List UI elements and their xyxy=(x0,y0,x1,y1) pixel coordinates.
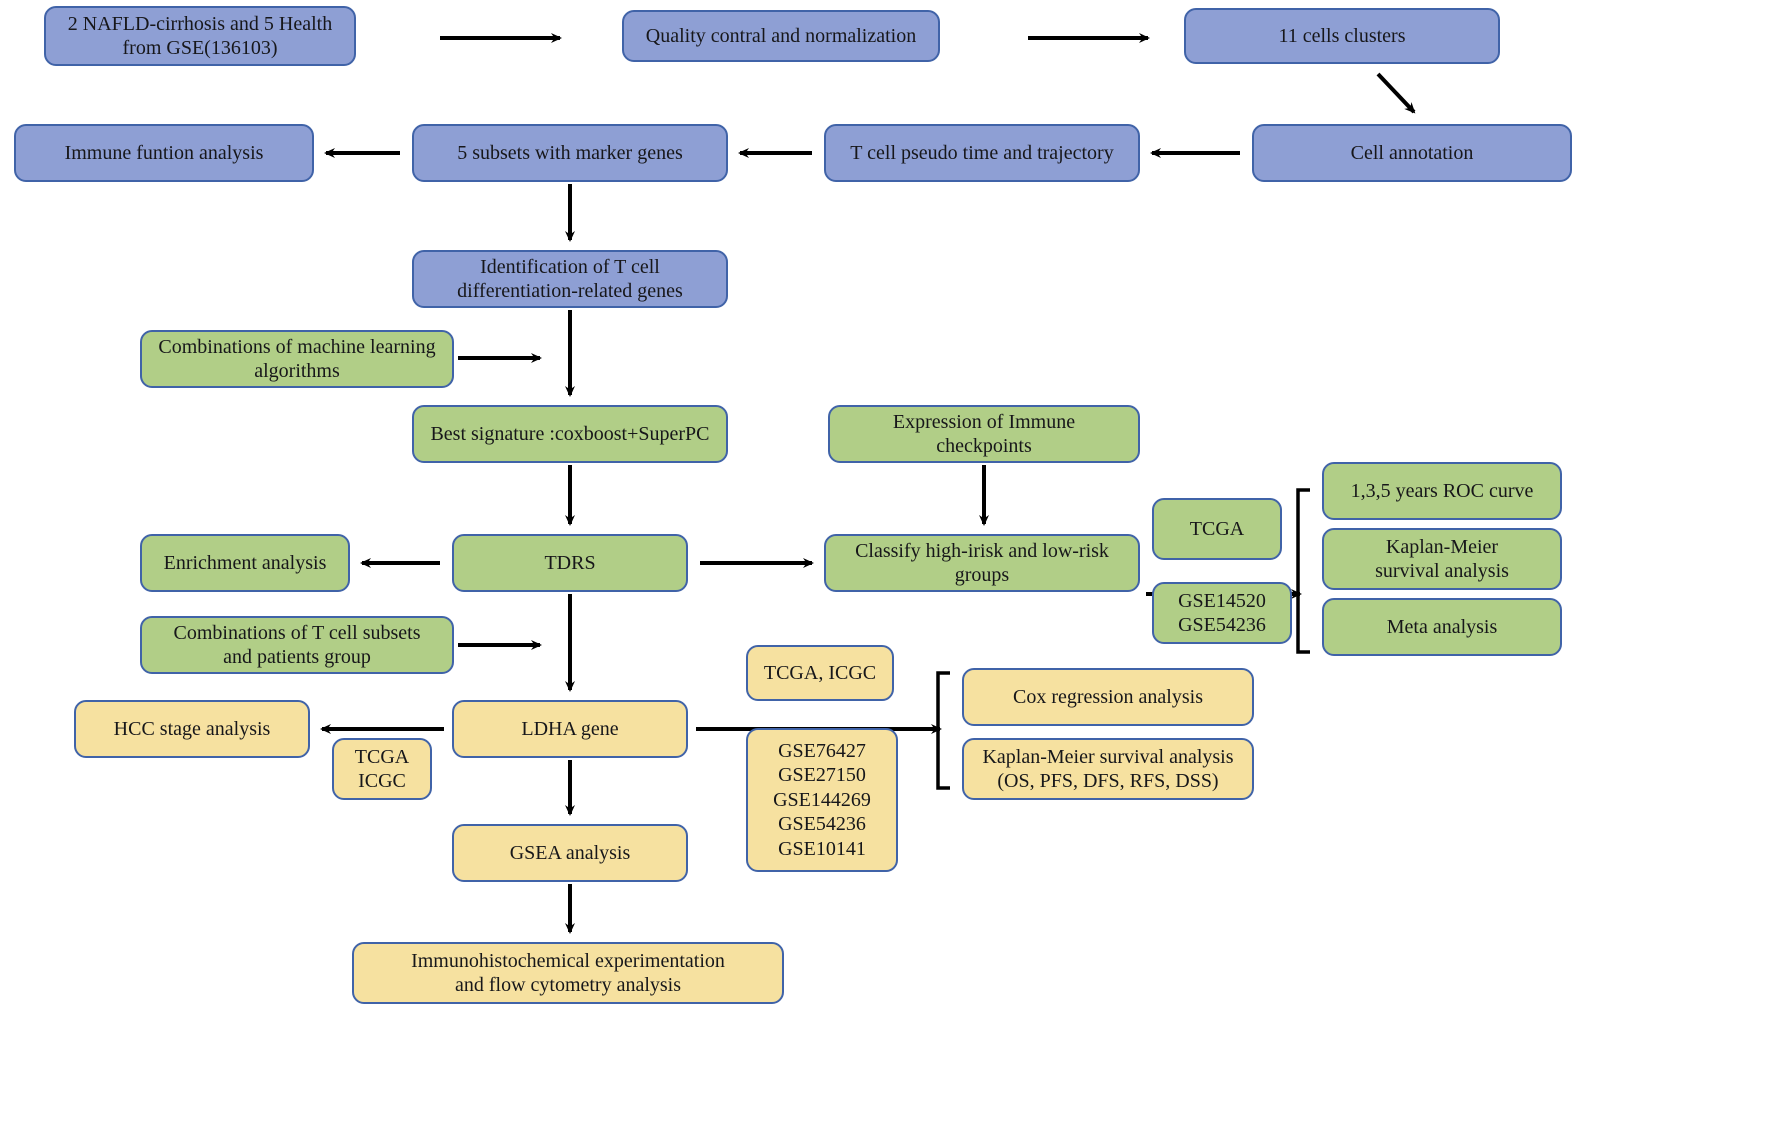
node-datasets[interactable]: 2 NAFLD-cirrhosis and 5 Health from GSE(… xyxy=(44,6,356,66)
node-ihc[interactable]: Immunohistochemical experimentation and … xyxy=(352,942,784,1004)
node-tdrs[interactable]: TDRS xyxy=(452,534,688,592)
node-annotation[interactable]: Cell annotation xyxy=(1252,124,1572,182)
node-gsea[interactable]: GSEA analysis xyxy=(452,824,688,882)
node-hcc-stage[interactable]: HCC stage analysis xyxy=(74,700,310,758)
node-immune-function[interactable]: Immune funtion analysis xyxy=(14,124,314,182)
node-ml-combos[interactable]: Combinations of machine learning algorit… xyxy=(140,330,454,388)
node-best-signature[interactable]: Best signature :coxboost+SuperPC xyxy=(412,405,728,463)
node-km-mid[interactable]: Kaplan-Meier survival analysis (OS, PFS,… xyxy=(962,738,1254,800)
node-pseudotime[interactable]: T cell pseudo time and trajectory xyxy=(824,124,1140,182)
node-tcga-icgc-mid[interactable]: TCGA, ICGC xyxy=(746,645,894,701)
node-gse-list[interactable]: GSE76427 GSE27150 GSE144269 GSE54236 GSE… xyxy=(746,728,898,872)
arrow-clusters-to-annotation xyxy=(1376,72,1416,114)
node-enrichment[interactable]: Enrichment analysis xyxy=(140,534,350,592)
node-gse-right[interactable]: GSE14520 GSE54236 xyxy=(1152,582,1292,644)
node-tcell-genes[interactable]: Identification of T cell differentiation… xyxy=(412,250,728,308)
mid-bracket xyxy=(936,671,950,790)
node-tcga-right[interactable]: TCGA xyxy=(1152,498,1282,560)
node-tcga-icgc-left[interactable]: TCGA ICGC xyxy=(332,738,432,800)
node-tcell-patients[interactable]: Combinations of T cell subsets and patie… xyxy=(140,616,454,674)
node-cox[interactable]: Cox regression analysis xyxy=(962,668,1254,726)
node-km-right[interactable]: Kaplan-Meier survival analysis xyxy=(1322,528,1562,590)
node-immune-ckpt[interactable]: Expression of Immune checkpoints xyxy=(828,405,1140,463)
right-bracket xyxy=(1296,488,1310,654)
node-subsets[interactable]: 5 subsets with marker genes xyxy=(412,124,728,182)
node-meta[interactable]: Meta analysis xyxy=(1322,598,1562,656)
node-qc[interactable]: Quality contral and normalization xyxy=(622,10,940,62)
node-clusters[interactable]: 11 cells clusters xyxy=(1184,8,1500,64)
node-roc[interactable]: 1,3,5 years ROC curve xyxy=(1322,462,1562,520)
node-classify[interactable]: Classify high-irisk and low-risk groups xyxy=(824,534,1140,592)
node-ldha[interactable]: LDHA gene xyxy=(452,700,688,758)
